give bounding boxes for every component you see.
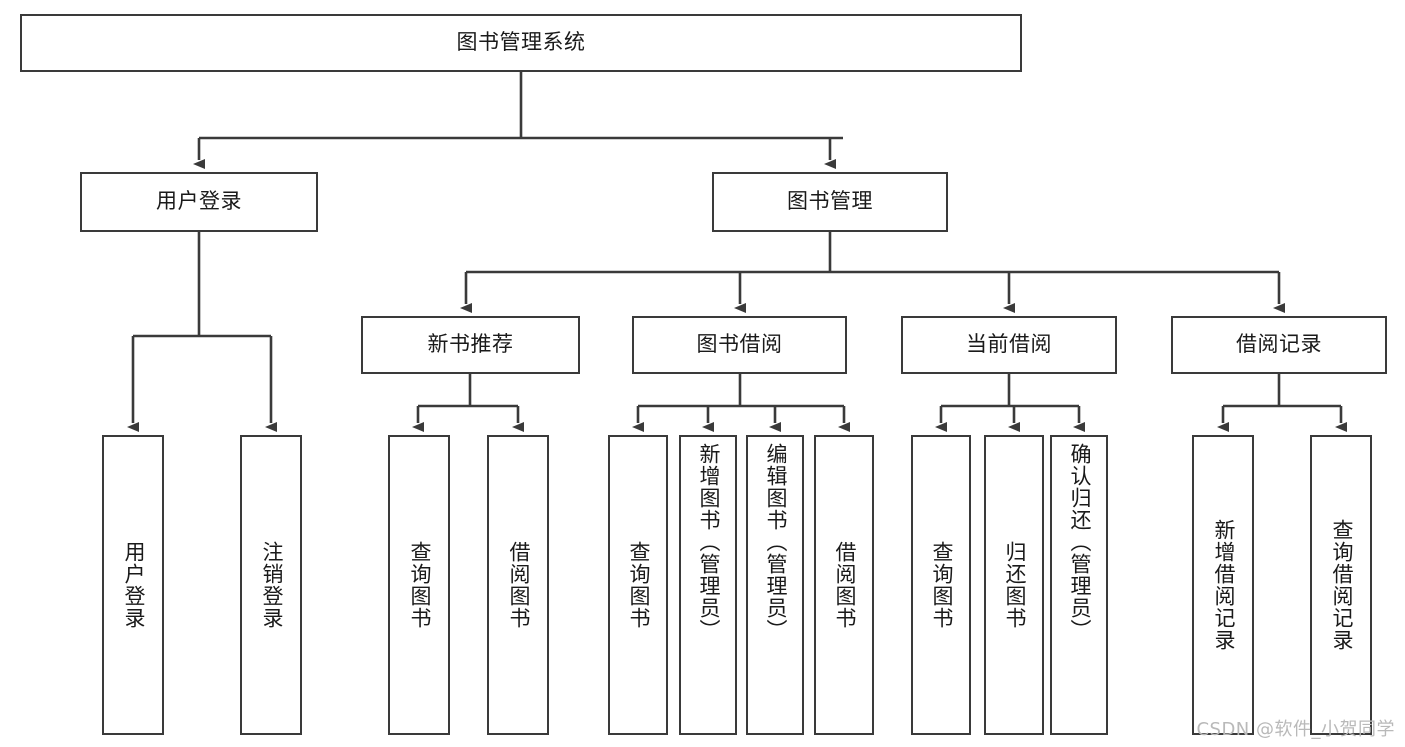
node-leaf-return-book-label: 归还图书 <box>1002 541 1027 629</box>
csdn-watermark: CSDN @软件_小贺同学 <box>1196 719 1395 740</box>
node-borrow-record[interactable]: 借阅记录 <box>1171 316 1387 374</box>
node-leaf-user-logout-label: 注销登录 <box>259 541 284 629</box>
node-leaf-return-book[interactable]: 归还图书 <box>984 435 1044 735</box>
node-leaf-borrow-book-recommendation-label: 借阅图书 <box>506 541 531 629</box>
node-leaf-query-borrow-record-label: 查询借阅记录 <box>1329 519 1354 651</box>
node-new-book-recommendation[interactable]: 新书推荐 <box>361 316 580 374</box>
node-leaf-query-borrow-record[interactable]: 查询借阅记录 <box>1310 435 1372 735</box>
node-book-borrow-label: 图书借阅 <box>696 332 783 357</box>
node-leaf-confirm-return-admin[interactable]: 确认归还（管理员） <box>1050 435 1108 735</box>
node-leaf-confirm-return-admin-label: 确认归还（管理员） <box>1067 443 1092 641</box>
node-new-book-recommendation-label: 新书推荐 <box>427 332 514 357</box>
node-leaf-query-book-borrow[interactable]: 查询图书 <box>608 435 668 735</box>
node-leaf-borrow-book-recommendation[interactable]: 借阅图书 <box>487 435 549 735</box>
node-leaf-user-login[interactable]: 用户登录 <box>102 435 164 735</box>
node-root[interactable]: 图书管理系统 <box>20 14 1022 72</box>
node-leaf-borrow-book-borrow[interactable]: 借阅图书 <box>814 435 874 735</box>
node-leaf-query-book-borrow-label: 查询图书 <box>626 541 651 629</box>
node-book-manage[interactable]: 图书管理 <box>712 172 948 232</box>
node-book-borrow[interactable]: 图书借阅 <box>632 316 847 374</box>
node-leaf-query-book-current-label: 查询图书 <box>929 541 954 629</box>
node-current-borrow-label: 当前借阅 <box>966 332 1052 357</box>
node-book-manage-label: 图书管理 <box>787 189 873 214</box>
node-leaf-user-logout[interactable]: 注销登录 <box>240 435 302 735</box>
node-leaf-add-book-admin-label: 新增图书（管理员） <box>696 443 721 641</box>
node-leaf-add-borrow-record-label: 新增借阅记录 <box>1211 519 1236 651</box>
node-user-login-label: 用户登录 <box>156 189 242 214</box>
node-leaf-query-book-recommendation[interactable]: 查询图书 <box>388 435 450 735</box>
node-root-label: 图书管理系统 <box>456 30 586 55</box>
node-user-login[interactable]: 用户登录 <box>80 172 318 232</box>
node-leaf-borrow-book-borrow-label: 借阅图书 <box>832 541 857 629</box>
node-leaf-edit-book-admin[interactable]: 编辑图书（管理员） <box>746 435 804 735</box>
node-leaf-add-book-admin[interactable]: 新增图书（管理员） <box>679 435 737 735</box>
node-leaf-query-book-current[interactable]: 查询图书 <box>911 435 971 735</box>
node-leaf-edit-book-admin-label: 编辑图书（管理员） <box>763 443 788 641</box>
node-borrow-record-label: 借阅记录 <box>1236 332 1322 357</box>
node-leaf-query-book-recommendation-label: 查询图书 <box>407 541 432 629</box>
node-leaf-user-login-label: 用户登录 <box>121 541 146 629</box>
node-leaf-add-borrow-record[interactable]: 新增借阅记录 <box>1192 435 1254 735</box>
node-current-borrow[interactable]: 当前借阅 <box>901 316 1117 374</box>
